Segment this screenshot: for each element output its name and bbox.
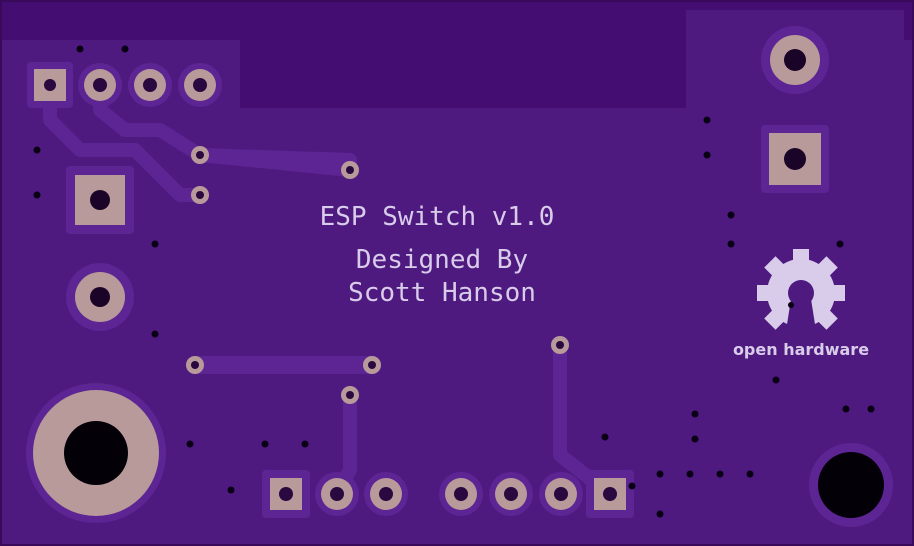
stitching-vias	[33, 45, 875, 518]
header-top	[27, 62, 222, 108]
designed-by-label: Designed By	[356, 245, 528, 275]
mounting-hole-right	[809, 443, 893, 527]
board-title: ESP Switch v1.0	[320, 202, 555, 232]
open-hardware-label: open hardware	[733, 340, 869, 359]
power-pads-left	[66, 166, 134, 331]
mounting-hole-left	[26, 383, 166, 523]
power-pads-right	[761, 26, 829, 193]
author-name: Scott Hanson	[348, 278, 536, 308]
trace-vias	[186, 146, 569, 404]
open-hardware-gear-icon	[757, 249, 845, 337]
keepout-antenna	[240, 40, 686, 108]
header-bottom	[262, 470, 634, 518]
